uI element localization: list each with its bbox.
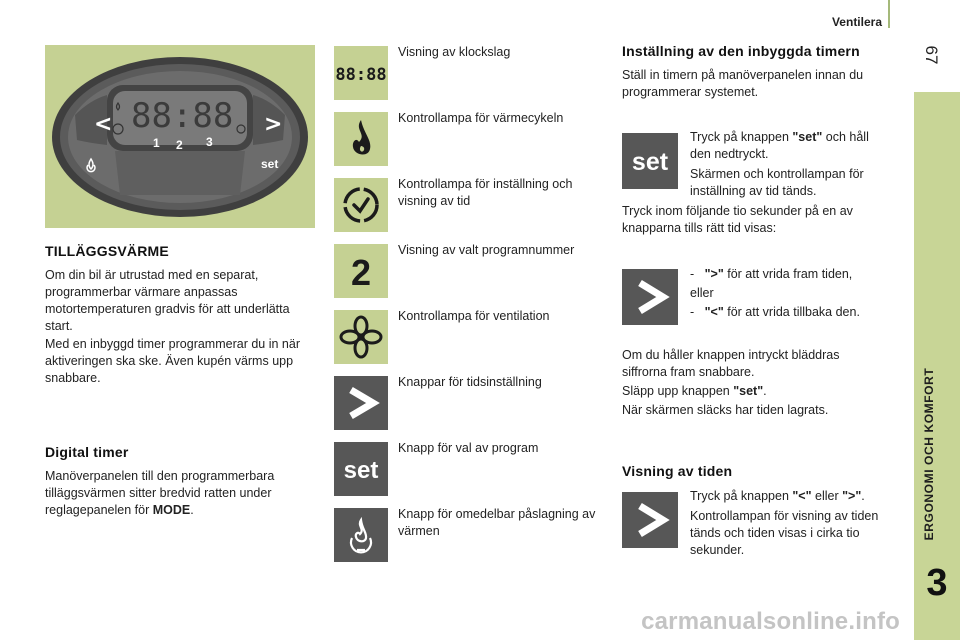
step-screen-lights: Skärmen och kontrollampan för inställnin… <box>690 167 864 198</box>
icon-label-flame: Kontrollampa för värmecykeln <box>398 111 564 125</box>
heading-tillaggsvarme: TILLÄGGSVÄRME <box>45 243 169 259</box>
heading-timer-setting: Inställning av den inbyggda timern <box>622 43 860 59</box>
paragraph-release: Släpp upp knappen "set". <box>622 384 767 398</box>
watermark: carmanualsonline.info <box>641 608 900 635</box>
svg-text:88:88: 88:88 <box>335 65 386 85</box>
mode-label: MODE <box>152 503 191 517</box>
page-number: 67 <box>922 45 941 65</box>
panel-digits: 88:88 <box>131 96 233 136</box>
paragraph-location: Manöverpanelen till den programmerbara t… <box>45 469 275 517</box>
paragraph-timer: Med en inbyggd timer programmerar du in … <box>45 337 300 385</box>
paragraph-intro: Om din bil är utrustad med en separat, p… <box>45 268 290 333</box>
arrow-button-image <box>622 269 678 325</box>
fan-icon <box>334 310 388 364</box>
option-back: - "<" för att vrida tillbaka den. <box>690 305 860 319</box>
arrow-right-icon <box>334 376 388 430</box>
svg-text:set: set <box>632 148 669 176</box>
timer-panel-image: < > 88:88 1 2 3 set <box>45 45 315 228</box>
panel-right-arrow: > <box>264 112 282 137</box>
chapter-number: 3 <box>926 562 948 604</box>
step-press-set: Tryck på knappen "set" och håll den nedt… <box>690 130 869 161</box>
heading-time-display: Visning av tiden <box>622 463 733 479</box>
panel-num-3: 3 <box>206 135 213 149</box>
panel-left-arrow: < <box>94 112 112 137</box>
clock-display-icon: 88:88 <box>334 46 388 100</box>
program-number-icon: 2 <box>334 244 388 298</box>
panel-set-label: set <box>261 157 278 171</box>
set-key-icon: set <box>334 442 388 496</box>
chapter-tab <box>914 92 960 640</box>
option-forward: - ">" för att vrida fram tiden, <box>690 267 853 281</box>
paragraph-setup: Ställ in timern på manöverpanelen innan … <box>622 68 864 99</box>
icon-label-heat: Knapp för omedelbar påslagning av värmen <box>398 507 596 538</box>
heading-digital-timer: Digital timer <box>45 444 129 460</box>
option-or: eller <box>690 286 714 300</box>
icon-label-arrows: Knappar för tidsinställning <box>398 375 542 389</box>
paragraph-saved: När skärmen släcks har tiden lagrats. <box>622 403 829 417</box>
display-description: Kontrollampan för visning av tiden tänds… <box>690 509 879 557</box>
panel-num-2: 2 <box>176 138 183 152</box>
icon-label-set: Knapp för val av program <box>398 441 539 455</box>
svg-text:2: 2 <box>351 252 371 293</box>
display-press: Tryck på knappen "<" eller ">". <box>690 489 865 503</box>
icon-label-clock-setting: Kontrollampa för inställning och visning… <box>398 177 573 208</box>
section-title: Ventilera <box>831 15 882 29</box>
clock-setting-icon <box>334 178 388 232</box>
svg-text:set: set <box>344 457 379 484</box>
paragraph-hold: Om du håller knappen intryckt bläddras s… <box>622 348 840 379</box>
set-button-image: set <box>622 133 678 189</box>
arrow-button-image-2 <box>622 492 678 548</box>
icon-label-clock: Visning av klockslag <box>398 45 511 59</box>
icon-label-fan: Kontrollampa för ventilation <box>398 309 550 323</box>
chapter-tab-label: ERGONOMI OCH KOMFORT <box>922 367 936 541</box>
panel-num-1: 1 <box>153 136 160 150</box>
flame-icon <box>334 112 388 166</box>
icon-label-program: Visning av valt programnummer <box>398 243 575 257</box>
heat-button-icon <box>334 508 388 562</box>
step-press-within: Tryck inom följande tio sekunder på en a… <box>622 204 853 235</box>
header-divider <box>888 0 890 28</box>
